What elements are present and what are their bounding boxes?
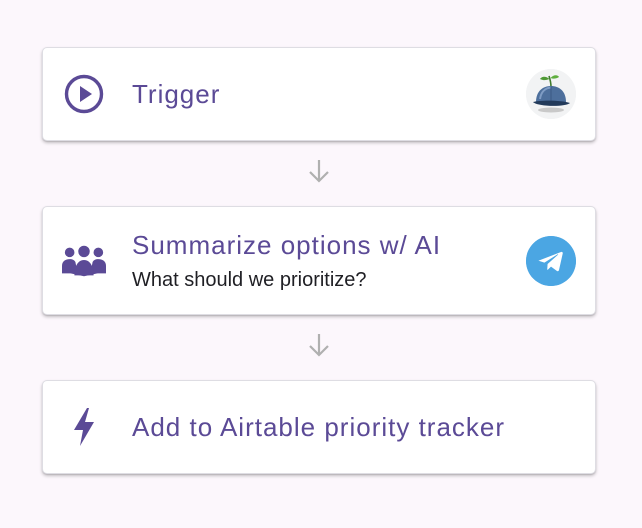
step-airtable-text: Add to Airtable priority tracker (132, 412, 515, 442)
step-airtable-card[interactable]: Add to Airtable priority tracker (42, 380, 596, 474)
workflow-steps: Trigger (42, 47, 596, 474)
avatar-cap-sprout-icon (526, 69, 576, 119)
play-circle-icon (62, 72, 106, 116)
arrow-down-icon (306, 158, 332, 189)
people-group-icon (62, 239, 106, 283)
step-subtitle: What should we prioritize? (132, 268, 367, 291)
step-title: Add to Airtable priority tracker (132, 412, 506, 442)
step-title: Trigger (132, 79, 221, 109)
telegram-icon (526, 235, 576, 286)
step-connector (42, 141, 596, 206)
step-trigger-card[interactable]: Trigger (42, 47, 596, 141)
arrow-down-icon (306, 332, 332, 363)
step-title: Summarize options w/ AI (132, 229, 442, 260)
lightning-bolt-icon (62, 405, 106, 449)
step-connector (42, 315, 596, 380)
step-summarize-card[interactable]: Summarize options w/ AI What should we p… (42, 206, 596, 315)
step-trigger-text: Trigger (132, 79, 515, 109)
step-summarize-text: Summarize options w/ AI What should we p… (132, 230, 515, 292)
